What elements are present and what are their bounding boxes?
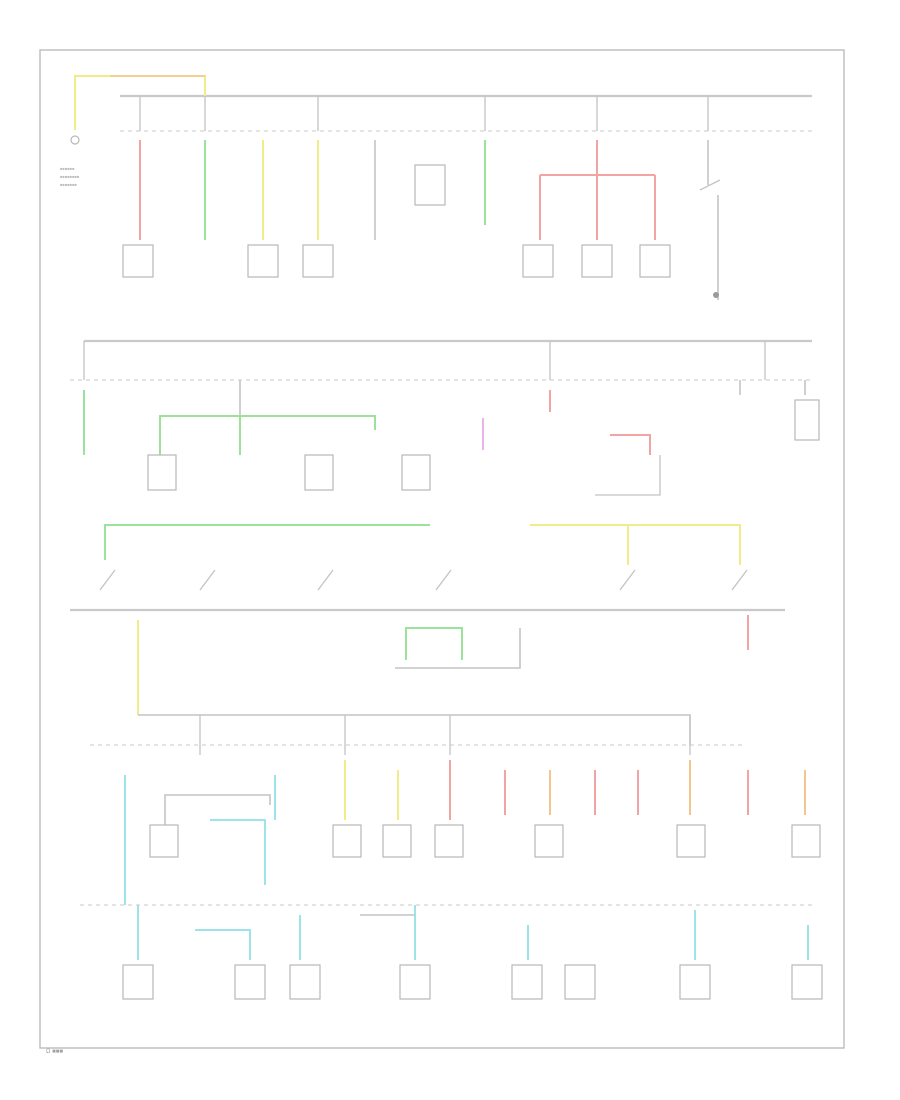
top-components [122,164,719,298]
wire-red-split [539,140,656,240]
section-lower-fuse-block [90,715,821,960]
svg-text:■■■■■■■■: ■■■■■■■■ [60,174,80,179]
wire-green-6 [405,627,463,660]
ignition-contacts [99,569,748,591]
fuse-taps-top [139,96,709,131]
section-top-fuse-block: ■■■■■■ ■■■■■■■■ ■■■■■■■ [60,75,812,300]
section-ignition-switch [70,524,785,745]
bottom-components [122,964,823,1000]
section-mid-fuse-block [70,339,820,496]
svg-text:■■■■■■: ■■■■■■ [60,166,75,171]
wire-yellow-3 [530,524,741,565]
wire-cyan-2 [210,775,276,885]
wire-cyan-3 [195,905,809,960]
svg-text:■■■■■■■: ■■■■■■■ [60,182,77,187]
wire-red-3 [610,434,651,455]
wire-green-4 [159,415,376,455]
footer-note: Ω ■■■ [46,1049,63,1055]
section-ground-row [80,904,823,1000]
wire-cyan-1 [124,775,139,960]
lower-components [149,824,821,858]
diagram-frame [39,49,845,1049]
wire-green-5 [104,524,430,560]
mid-components [147,399,820,496]
